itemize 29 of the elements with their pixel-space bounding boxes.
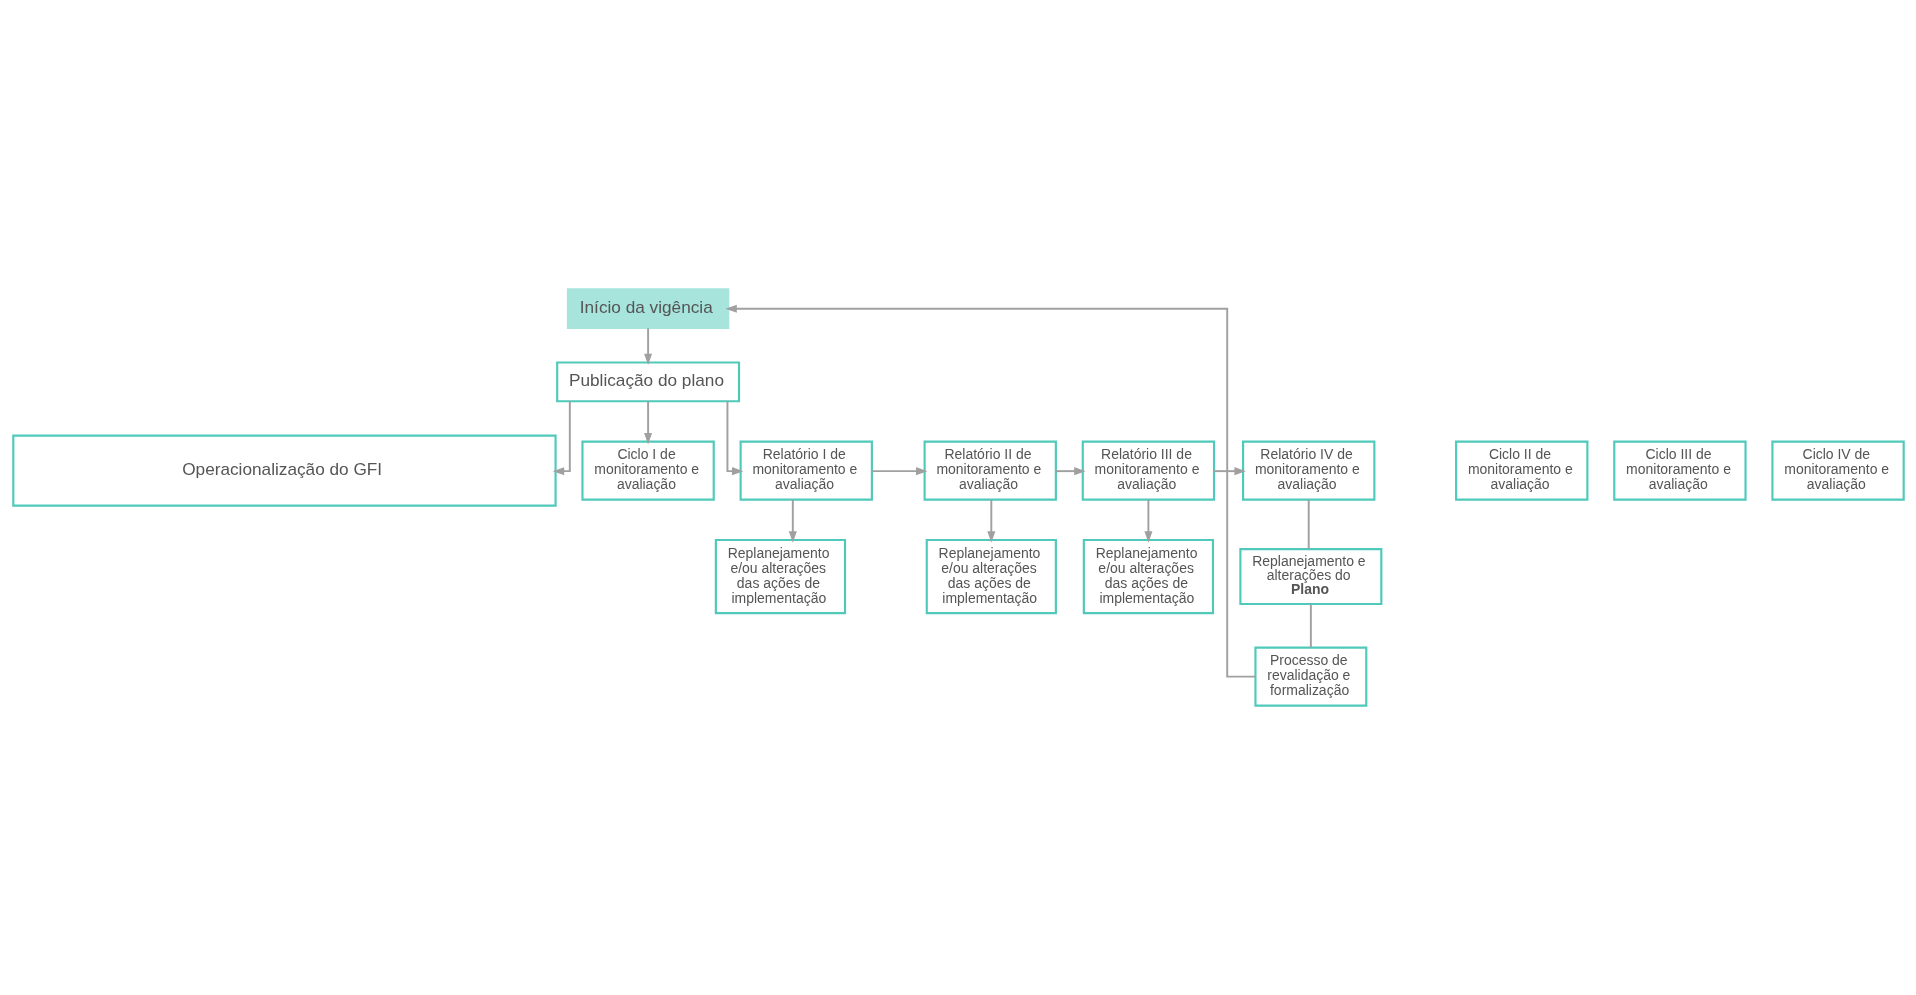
arrow	[643, 400, 652, 445]
arrow	[724, 304, 1256, 678]
arrow	[1143, 498, 1152, 543]
node-box: Replanejamento e alterações do Plano	[1238, 548, 1382, 606]
connector	[1309, 603, 1312, 649]
node-box: Replanejamento e/ou alterações das ações de implementação	[714, 538, 846, 615]
arrow	[643, 327, 652, 366]
node-box: Publicação do plano	[555, 361, 740, 403]
node-box: Ciclo III de monitoramento e avaliação	[1612, 440, 1747, 501]
node-box: Início da vigência	[566, 288, 729, 330]
arrow	[1054, 467, 1086, 476]
arrow	[870, 467, 927, 476]
node-box: Ciclo IV de monitoramento e avaliação	[1770, 440, 1905, 501]
node-box: Ciclo II de monitoramento e avaliação	[1454, 440, 1588, 501]
arrow	[726, 400, 743, 476]
node-box: Relatório II de monitoramento e avaliação	[923, 440, 1057, 501]
node-box: Relatório III de monitoramento e avaliação	[1081, 440, 1215, 501]
node-box: Processo de revalidação e formalização	[1253, 646, 1367, 707]
connector	[1307, 498, 1310, 550]
arrow	[552, 400, 571, 476]
arrow	[1212, 467, 1246, 476]
node-box: Relatório IV de monitoramento e avaliação	[1241, 440, 1375, 501]
node-box: Replanejamento e/ou alterações das ações de implementação	[1082, 538, 1214, 615]
node-box: Operacionalização do GFI	[11, 434, 557, 507]
node-box: Ciclo I de monitoramento e avaliação	[580, 440, 715, 501]
node-box: Relatório I de monitoramento e avaliação	[739, 440, 873, 501]
arrow	[986, 498, 995, 543]
arrow	[788, 498, 797, 543]
node-box: Replanejamento e/ou alterações das ações de implementação	[925, 538, 1057, 615]
